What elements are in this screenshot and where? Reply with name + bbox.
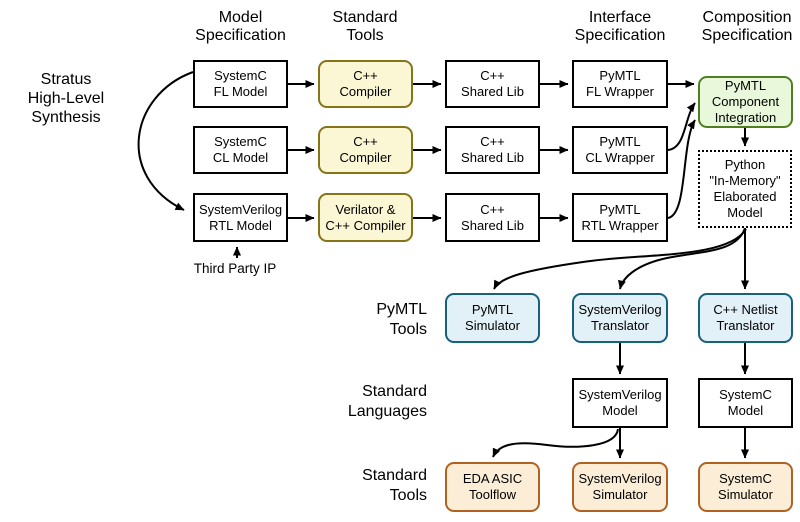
header-standard-tools: Standard Tools [332, 9, 398, 45]
label-pymtl-tools: PyMTL Tools [376, 301, 427, 338]
arrow-elaborated-to-pymtl-simulator [493, 228, 747, 290]
label-standard-languages: Standard Languages [347, 383, 427, 420]
box-pymtl-rtl-wrapper: PyMTL RTL Wrapper [572, 193, 668, 242]
box-cpp-shared-lib-rtl: C++ Shared Lib [445, 193, 540, 242]
header-interface-specification: Interface Specification [574, 9, 666, 45]
arrow-elaborated-to-sv-translator [618, 227, 746, 290]
box-python-in-memory-elaborated-model: Python "In-Memory" Elaborated Model [698, 150, 792, 228]
label-third-party-ip: Third Party IP [193, 261, 277, 276]
box-cpp-compiler-fl: C++ Compiler [318, 60, 413, 108]
box-systemverilog-simulator: SystemVerilog Simulator [572, 462, 668, 512]
box-systemverilog-rtl-model: SystemVerilog RTL Model [193, 193, 288, 242]
box-pymtl-fl-wrapper: PyMTL FL Wrapper [572, 60, 668, 108]
box-pymtl-cl-wrapper: PyMTL CL Wrapper [572, 126, 668, 174]
header-model-specification: Model Specification [195, 9, 286, 45]
header-composition-specification: Composition Specification [701, 9, 793, 45]
box-eda-asic-toolflow: EDA ASIC Toolflow [445, 462, 540, 512]
box-cpp-shared-lib-fl: C++ Shared Lib [445, 60, 540, 108]
arrow-sv-model-to-eda-toolflow [492, 428, 619, 458]
box-systemc-model: SystemC Model [698, 378, 793, 428]
label-stratus-hls: Stratus High-Level Synthesis [27, 71, 105, 126]
box-systemc-simulator: SystemC Simulator [698, 462, 793, 512]
box-verilator-cpp-compiler: Verilator & C++ Compiler [318, 193, 413, 242]
box-cpp-shared-lib-cl: C++ Shared Lib [445, 126, 540, 174]
box-systemc-cl-model: SystemC CL Model [193, 126, 288, 174]
box-systemverilog-translator: SystemVerilog Translator [572, 293, 668, 343]
box-cpp-netlist-translator: C++ Netlist Translator [698, 293, 793, 343]
label-standard-tools-bottom: Standard Tools [362, 467, 427, 504]
box-systemverilog-model: SystemVerilog Model [572, 378, 668, 428]
box-cpp-compiler-cl: C++ Compiler [318, 126, 413, 174]
box-systemc-fl-model: SystemC FL Model [193, 60, 288, 108]
arrow-cl-wrapper-to-integration [667, 102, 696, 151]
arrow-stratus-hls [137, 71, 194, 211]
box-pymtl-simulator: PyMTL Simulator [445, 293, 540, 343]
arrow-rtl-wrapper-to-integration [667, 119, 696, 219]
box-pymtl-component-integration: PyMTL Component Integration [698, 76, 793, 128]
